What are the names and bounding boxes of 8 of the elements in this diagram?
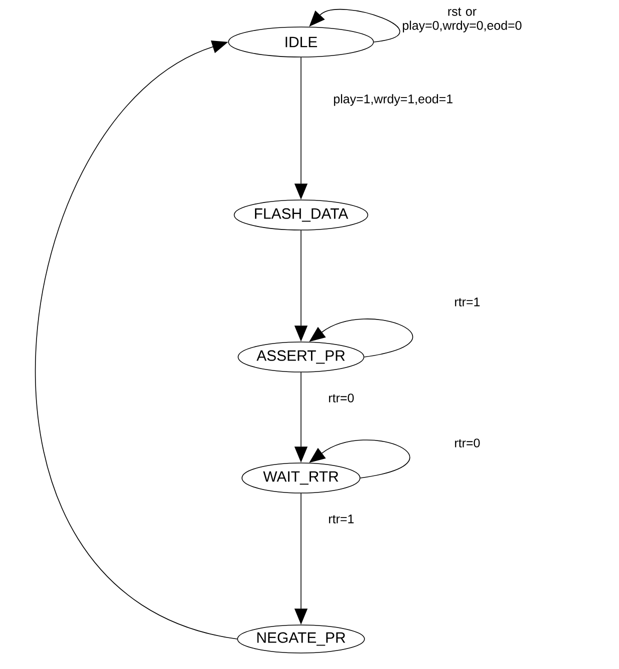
edge-label: play=1,wrdy=1,eod=1 [334,94,452,106]
edge-label: rst or play=0,wrdy=0,eod=0 [402,8,522,32]
edge-label: rtr=1 [329,514,354,524]
edge-label: rtr=1 [455,298,480,306]
arrow [35,40,238,640]
edge-label: rtr=0 [455,438,480,448]
arrow [309,9,400,42]
edge-label: rtr=0 [329,394,354,402]
